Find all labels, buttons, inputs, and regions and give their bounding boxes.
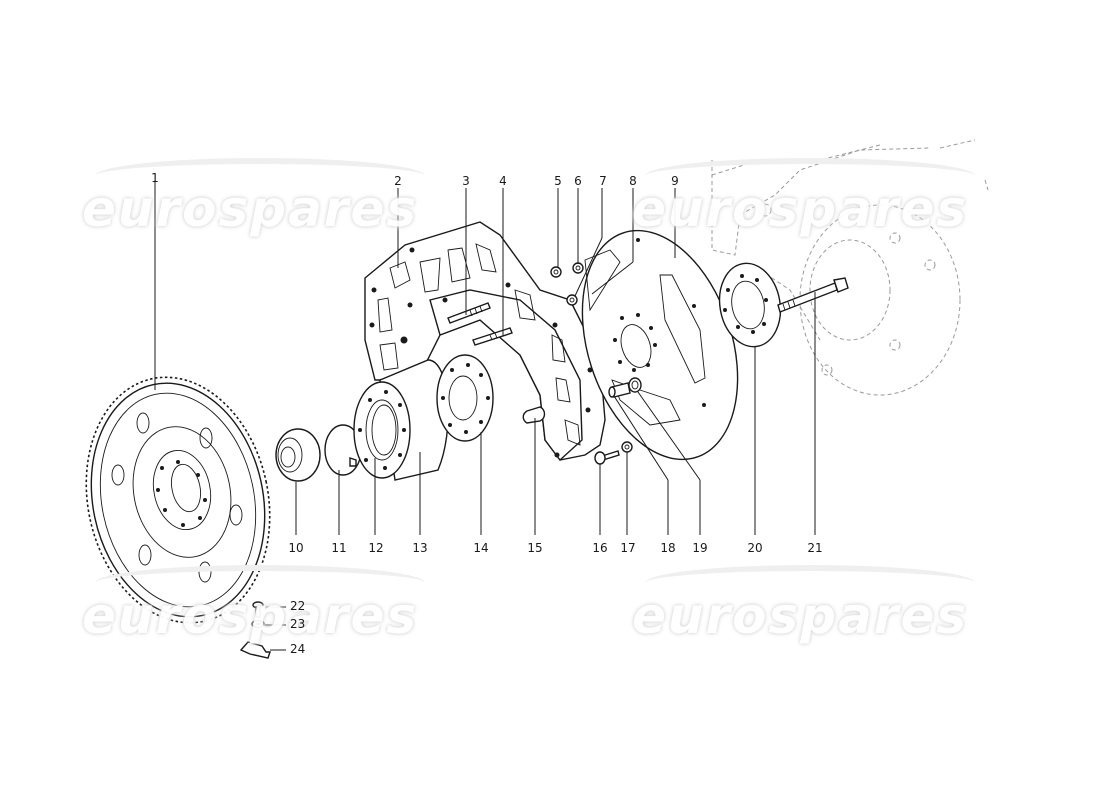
watermark-swoosh [645, 565, 975, 601]
part-10-bush[interactable] [275, 428, 321, 482]
watermark-logo: eurospares [632, 180, 969, 238]
callout-9[interactable]: 9 [671, 174, 679, 188]
callout-18[interactable]: 18 [660, 541, 676, 555]
callout-13[interactable]: 13 [412, 541, 428, 555]
part-19-washer[interactable] [628, 377, 642, 393]
part-24-lock-plate[interactable] [239, 641, 271, 659]
callout-22[interactable]: 22 [290, 599, 306, 613]
part-15-dowel[interactable] [522, 406, 546, 424]
part-1-flywheel[interactable] [64, 360, 292, 640]
watermark-swoosh [645, 158, 975, 194]
callout-10[interactable]: 10 [288, 541, 304, 555]
callout-7[interactable]: 7 [599, 174, 607, 188]
part-23-washer[interactable] [251, 619, 265, 629]
leader-lines [154, 180, 816, 651]
part-9-drive-plate[interactable] [555, 211, 765, 480]
callout-6[interactable]: 6 [574, 174, 582, 188]
part-20-flange-plate[interactable] [713, 258, 787, 351]
callout-8[interactable]: 8 [629, 174, 637, 188]
callout-21[interactable]: 21 [807, 541, 823, 555]
part-4-stud[interactable] [472, 327, 513, 346]
callout-23[interactable]: 23 [290, 617, 306, 631]
callout-2[interactable]: 2 [394, 174, 402, 188]
callout-15[interactable]: 15 [527, 541, 543, 555]
watermark-swoosh [95, 158, 425, 194]
callout-11[interactable]: 11 [331, 541, 347, 555]
part-6-nut[interactable] [572, 262, 584, 274]
callout-3[interactable]: 3 [462, 174, 470, 188]
part-5-nut[interactable] [550, 266, 562, 278]
callout-16[interactable]: 16 [592, 541, 608, 555]
part-17-washer[interactable] [621, 441, 633, 453]
part-18-dowel[interactable] [608, 382, 631, 398]
callout-17[interactable]: 17 [620, 541, 636, 555]
part-3-stud[interactable] [447, 302, 491, 324]
part-21-bolt[interactable] [777, 277, 849, 313]
watermark-swoosh [95, 565, 425, 601]
callout-1[interactable]: 1 [151, 171, 159, 185]
callout-19[interactable]: 19 [692, 541, 708, 555]
part-14-spacer-ring[interactable] [436, 354, 494, 442]
watermark-logo: eurospares [82, 180, 419, 238]
part-7-washer[interactable] [566, 294, 578, 306]
callout-12[interactable]: 12 [368, 541, 384, 555]
part-22-screw[interactable] [252, 601, 264, 618]
part-13-hub[interactable] [353, 359, 449, 481]
callout-20[interactable]: 20 [747, 541, 763, 555]
watermark-logo: eurospares [632, 587, 969, 645]
callout-14[interactable]: 14 [473, 541, 489, 555]
callout-24[interactable]: 24 [290, 642, 306, 656]
callout-4[interactable]: 4 [499, 174, 507, 188]
part-16-screw[interactable] [594, 450, 620, 465]
watermark-logo: eurospares [82, 587, 419, 645]
callout-5[interactable]: 5 [554, 174, 562, 188]
